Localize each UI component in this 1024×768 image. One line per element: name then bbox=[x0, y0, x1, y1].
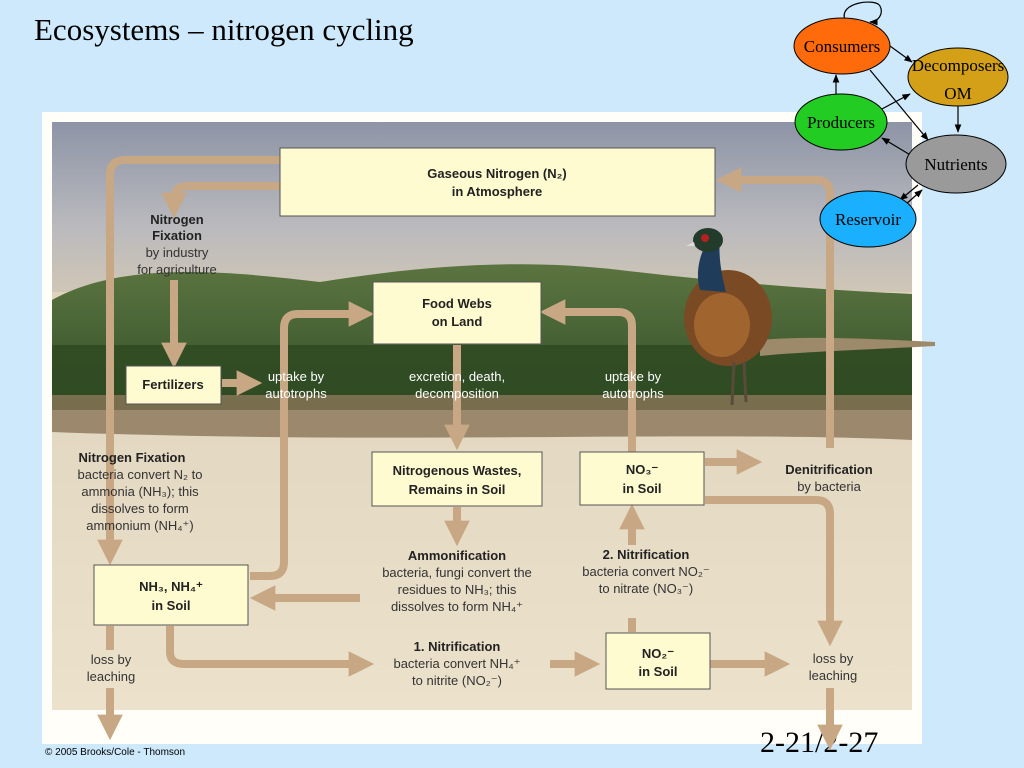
label-ammonification-line1: bacteria, fungi convert the bbox=[382, 565, 532, 580]
label-nitrification2-head: 2. Nitrification bbox=[603, 547, 690, 562]
box-no2: NO₂⁻ in Soil bbox=[605, 632, 711, 690]
mini-ecosystem-diagram bbox=[832, 1, 962, 206]
arrow-nh3-to-nitrification1 bbox=[166, 626, 375, 677]
label-fixation-industry-line3: by industry bbox=[146, 245, 209, 260]
label-leaching-left: loss by leaching bbox=[87, 652, 135, 684]
box-wastes-line2: Remains in Soil bbox=[409, 482, 506, 497]
label-denitrification-head: Denitrification bbox=[785, 462, 872, 477]
mini-node-nutrients-label: Nutrients bbox=[924, 155, 987, 174]
label-ammonification-head: Ammonification bbox=[408, 548, 506, 563]
label-fixation-bacteria-line1: bacteria convert N₂ to bbox=[78, 467, 203, 482]
mini-node-nutrients: Nutrients bbox=[905, 134, 1007, 194]
label-leaching-left-line1: loss by bbox=[91, 652, 132, 667]
label-ammonification-line3: dissolves to form NH₄⁺ bbox=[391, 599, 523, 614]
box-no2-line1: NO₂⁻ bbox=[642, 646, 674, 661]
mini-node-consumers: Consumers bbox=[793, 17, 891, 75]
box-no3-line2: in Soil bbox=[623, 481, 662, 496]
box-nh3-line1: NH₃, NH₄⁺ bbox=[139, 579, 203, 594]
box-gaseous-n2-line1: Gaseous Nitrogen (N₂) bbox=[427, 166, 566, 181]
label-fixation-bacteria: Nitrogen Fixation bacteria convert N₂ to… bbox=[78, 450, 203, 533]
slide-title: Ecosystems – nitrogen cycling bbox=[34, 12, 414, 47]
box-wastes-line1: Nitrogenous Wastes, bbox=[393, 463, 522, 478]
label-fixation-industry-line1: Nitrogen bbox=[150, 212, 204, 227]
label-fixation-industry-line2: Fixation bbox=[152, 228, 202, 243]
label-nitrification2-line1: bacteria convert NO₂⁻ bbox=[582, 564, 710, 579]
mini-node-consumers-label: Consumers bbox=[804, 37, 881, 56]
copyright-text: © 2005 Brooks/Cole - Thomson bbox=[45, 747, 186, 758]
label-fixation-industry-line4: for agriculture bbox=[137, 262, 216, 277]
label-nitrification-2: 2. Nitrification bacteria convert NO₂⁻ t… bbox=[582, 547, 710, 596]
label-ammonification-line2: residues to NH₃; this bbox=[398, 582, 517, 597]
arrow-no3-uptake-to-foodwebs bbox=[539, 299, 636, 452]
box-food-webs-line2: on Land bbox=[432, 314, 483, 329]
box-no3: NO₃⁻ in Soil bbox=[579, 451, 705, 506]
arrow-no3-to-leaching-right bbox=[705, 496, 843, 647]
label-nitrification1-line1: bacteria convert NH₄⁺ bbox=[393, 656, 520, 671]
box-nh3: NH₃, NH₄⁺ in Soil bbox=[93, 564, 249, 626]
label-denitrification: Denitrification by bacteria bbox=[785, 462, 872, 494]
label-excretion: excretion, death, decomposition bbox=[409, 369, 505, 401]
mini-node-decomposers-line1: Decomposers bbox=[912, 56, 1005, 75]
mini-arrow-nutrients-to-producers bbox=[881, 137, 913, 157]
mini-node-reservoir: Reservoir bbox=[819, 190, 917, 248]
box-nh3-line2: in Soil bbox=[152, 598, 191, 613]
arrow-nh3-uptake-to-foodwebs bbox=[250, 301, 375, 580]
box-food-webs: Food Webs on Land bbox=[372, 281, 542, 345]
box-gaseous-n2: Gaseous Nitrogen (N₂) in Atmosphere bbox=[279, 147, 716, 217]
box-gaseous-n2-line2: in Atmosphere bbox=[452, 184, 543, 199]
box-nitrogenous-wastes: Nitrogenous Wastes, Remains in Soil bbox=[371, 451, 543, 507]
label-leaching-right: loss by leaching bbox=[809, 651, 857, 683]
mini-arrow-consumers-to-decomposers bbox=[889, 45, 913, 63]
label-uptake-right-line2: autotrophs bbox=[602, 386, 664, 401]
mini-node-producers-label: Producers bbox=[807, 113, 875, 132]
label-uptake-left-line1: uptake by bbox=[268, 369, 325, 384]
label-uptake-right-line1: uptake by bbox=[605, 369, 662, 384]
label-fixation-bacteria-line3: dissolves to form bbox=[91, 501, 189, 516]
cycle-arrows bbox=[97, 156, 843, 751]
mini-node-producers: Producers bbox=[794, 93, 888, 151]
label-fixation-bacteria-line4: ammonium (NH₄⁺) bbox=[86, 518, 194, 533]
label-uptake-left-line2: autotrophs bbox=[265, 386, 327, 401]
topsoil bbox=[52, 395, 912, 440]
mini-arrow-consumers-self bbox=[843, 1, 882, 26]
mini-arrow-consumers-to-nutrients bbox=[869, 69, 929, 141]
arrow-n2-to-industry bbox=[161, 182, 280, 219]
label-fixation-bacteria-line2: ammonia (NH₃); this bbox=[81, 484, 199, 499]
box-no2-line2: in Soil bbox=[639, 664, 678, 679]
mini-node-decomposers-line2: OM bbox=[944, 84, 971, 103]
label-nitrification2-line2: to nitrate (NO₃⁻) bbox=[599, 581, 694, 596]
mini-node-reservoir-label: Reservoir bbox=[835, 210, 901, 229]
label-excretion-line2: decomposition bbox=[415, 386, 499, 401]
mini-node-decomposers: Decomposers OM bbox=[907, 47, 1009, 107]
label-uptake-left: uptake by autotrophs bbox=[265, 369, 327, 401]
label-fixation-bacteria-head: Nitrogen Fixation bbox=[79, 450, 186, 465]
label-fixation-industry: Nitrogen Fixation by industry for agricu… bbox=[137, 212, 216, 277]
label-nitrification-1: 1. Nitrification bacteria convert NH₄⁺ t… bbox=[393, 639, 520, 688]
mini-arrow-reservoir-to-nutrients bbox=[904, 189, 923, 206]
label-ammonification: Ammonification bacteria, fungi convert t… bbox=[382, 548, 532, 614]
label-nitrification1-line2: to nitrite (NO₂⁻) bbox=[412, 673, 502, 688]
mini-arrow-producers-to-decomposers bbox=[879, 93, 911, 111]
box-food-webs-line1: Food Webs bbox=[422, 296, 492, 311]
box-fertilizers-line1: Fertilizers bbox=[142, 377, 203, 392]
label-leaching-right-line2: leaching bbox=[809, 668, 857, 683]
box-fertilizers: Fertilizers bbox=[125, 365, 222, 405]
label-leaching-left-line2: leaching bbox=[87, 669, 135, 684]
label-excretion-line1: excretion, death, bbox=[409, 369, 505, 384]
arrow-n2-to-fixation-bacteria bbox=[97, 156, 280, 566]
pheasant-image bbox=[684, 228, 935, 406]
mini-arrow-nutrients-to-reservoir bbox=[899, 184, 919, 201]
arrow-denitrification-to-n2 bbox=[715, 167, 834, 448]
label-uptake-right: uptake by autotrophs bbox=[602, 369, 664, 401]
box-no3-line1: NO₃⁻ bbox=[626, 462, 659, 477]
label-denitrification-body: by bacteria bbox=[797, 479, 861, 494]
label-leaching-right-line1: loss by bbox=[813, 651, 854, 666]
label-nitrification1-head: 1. Nitrification bbox=[414, 639, 501, 654]
